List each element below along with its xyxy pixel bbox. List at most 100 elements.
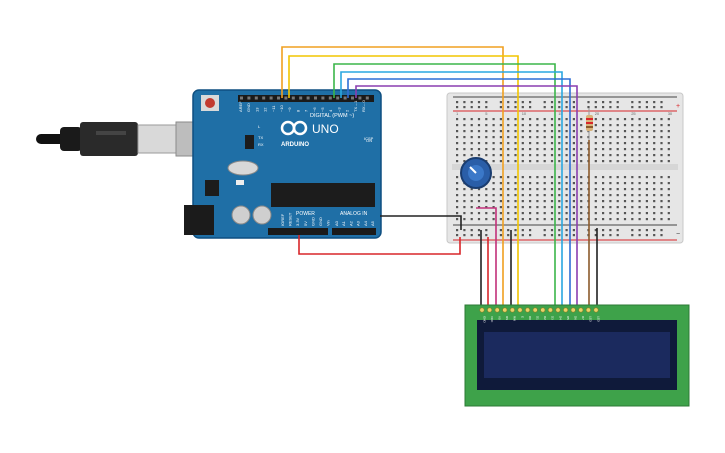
rail-minus-label: − [676,231,680,238]
breadboard-hole [558,234,561,237]
breadboard-hole [638,142,641,145]
breadboard-hole [536,142,539,145]
breadboard-hole [660,142,663,145]
breadboard-hole [507,101,510,104]
breadboard-hole [660,218,663,221]
breadboard-hole [521,154,524,157]
breadboard-hole [602,182,605,185]
breadboard-hole [602,106,605,109]
breadboard-hole [609,142,612,145]
breadboard-hole [602,206,605,209]
breadboard-hole [645,130,648,133]
pin-label: TX→1 [353,100,358,112]
breadboard-hole [499,212,502,215]
breadboard-hole [667,160,670,163]
breadboard-hole [653,124,656,127]
breadboard-hole [565,200,568,203]
breadboard-hole [645,148,648,151]
breadboard-hole [550,136,554,139]
breadboard-hole [463,148,466,151]
header-pin [299,96,303,100]
breadboard-hole [550,154,554,157]
lcd-pin [525,307,531,313]
breadboard-hole [543,154,546,157]
column-number: 20 [595,111,600,116]
breadboard-hole [492,218,495,221]
breadboard-hole [580,154,583,157]
arduino-logo-icon [280,120,308,136]
breadboard-hole [565,176,568,179]
breadboard-hole [594,200,597,203]
pin-label: GND [246,103,251,112]
breadboard-hole [660,194,663,197]
breadboard-hole [521,136,524,139]
breadboard-hole [565,124,568,127]
breadboard-hole [507,188,510,191]
lcd-pin [555,307,561,313]
breadboard-hole [580,194,583,197]
breadboard-hole [572,118,575,121]
breadboard-hole [609,176,612,179]
breadboard-hole [609,106,612,109]
breadboard-hole [536,188,539,191]
breadboard-hole [492,206,495,209]
lcd-pin [578,307,584,313]
breadboard-hole [631,206,634,209]
breadboard-hole [507,182,510,185]
breadboard-hole [623,142,627,145]
breadboard-hole [521,200,524,203]
breadboard-hole [507,200,510,203]
breadboard-hole [470,218,473,221]
breadboard-hole [660,229,663,232]
pin-label: A2 [348,220,353,226]
header-pin [291,96,295,100]
breadboard-hole [456,176,459,179]
breadboard-hole [645,229,648,232]
breadboard-hole [653,206,656,209]
breadboard-hole [543,188,546,191]
breadboard-hole [543,229,546,232]
breadboard-hole [653,229,656,232]
breadboard-hole [616,194,619,197]
breadboard-hole [572,200,575,203]
led-label-l: L [258,124,261,129]
breadboard-hole [499,101,502,104]
wire-magenta [476,207,497,310]
breadboard-hole [485,142,488,145]
breadboard-hole [521,130,524,133]
breadboard-hole [470,206,473,209]
breadboard-hole [477,188,481,191]
breadboard-hole [623,188,627,191]
breadboard-hole [631,200,634,203]
breadboard-hole [638,124,641,127]
breadboard-hole [580,218,583,221]
breadboard-hole [565,206,568,209]
breadboard-hole [470,118,473,121]
breadboard-hole [470,200,473,203]
breadboard-hole [594,194,597,197]
header-pin [365,96,369,100]
breadboard-hole [499,148,502,151]
breadboard-hole [609,124,612,127]
arduino-logo-text: ARDUINO [281,142,309,148]
breadboard-hole [463,206,466,209]
breadboard-hole [558,182,561,185]
breadboard-hole [492,176,495,179]
breadboard-hole [485,118,488,121]
breadboard-hole [572,194,575,197]
breadboard-hole [609,130,612,133]
pin-label: AREF [238,101,243,112]
breadboard-hole [609,212,612,215]
breadboard-hole [470,194,473,197]
breadboard-hole [667,206,670,209]
breadboard-hole [653,160,656,163]
breadboard-hole [667,188,670,191]
lcd-pin-label: RW [513,316,517,321]
breadboard-hole [507,148,510,151]
breadboard-hole [470,106,473,109]
breadboard-hole [499,124,502,127]
breadboard-hole [667,176,670,179]
breadboard-hole [514,136,517,139]
lcd-pin-label: D0 [528,316,532,320]
breadboard-hole [667,136,670,139]
